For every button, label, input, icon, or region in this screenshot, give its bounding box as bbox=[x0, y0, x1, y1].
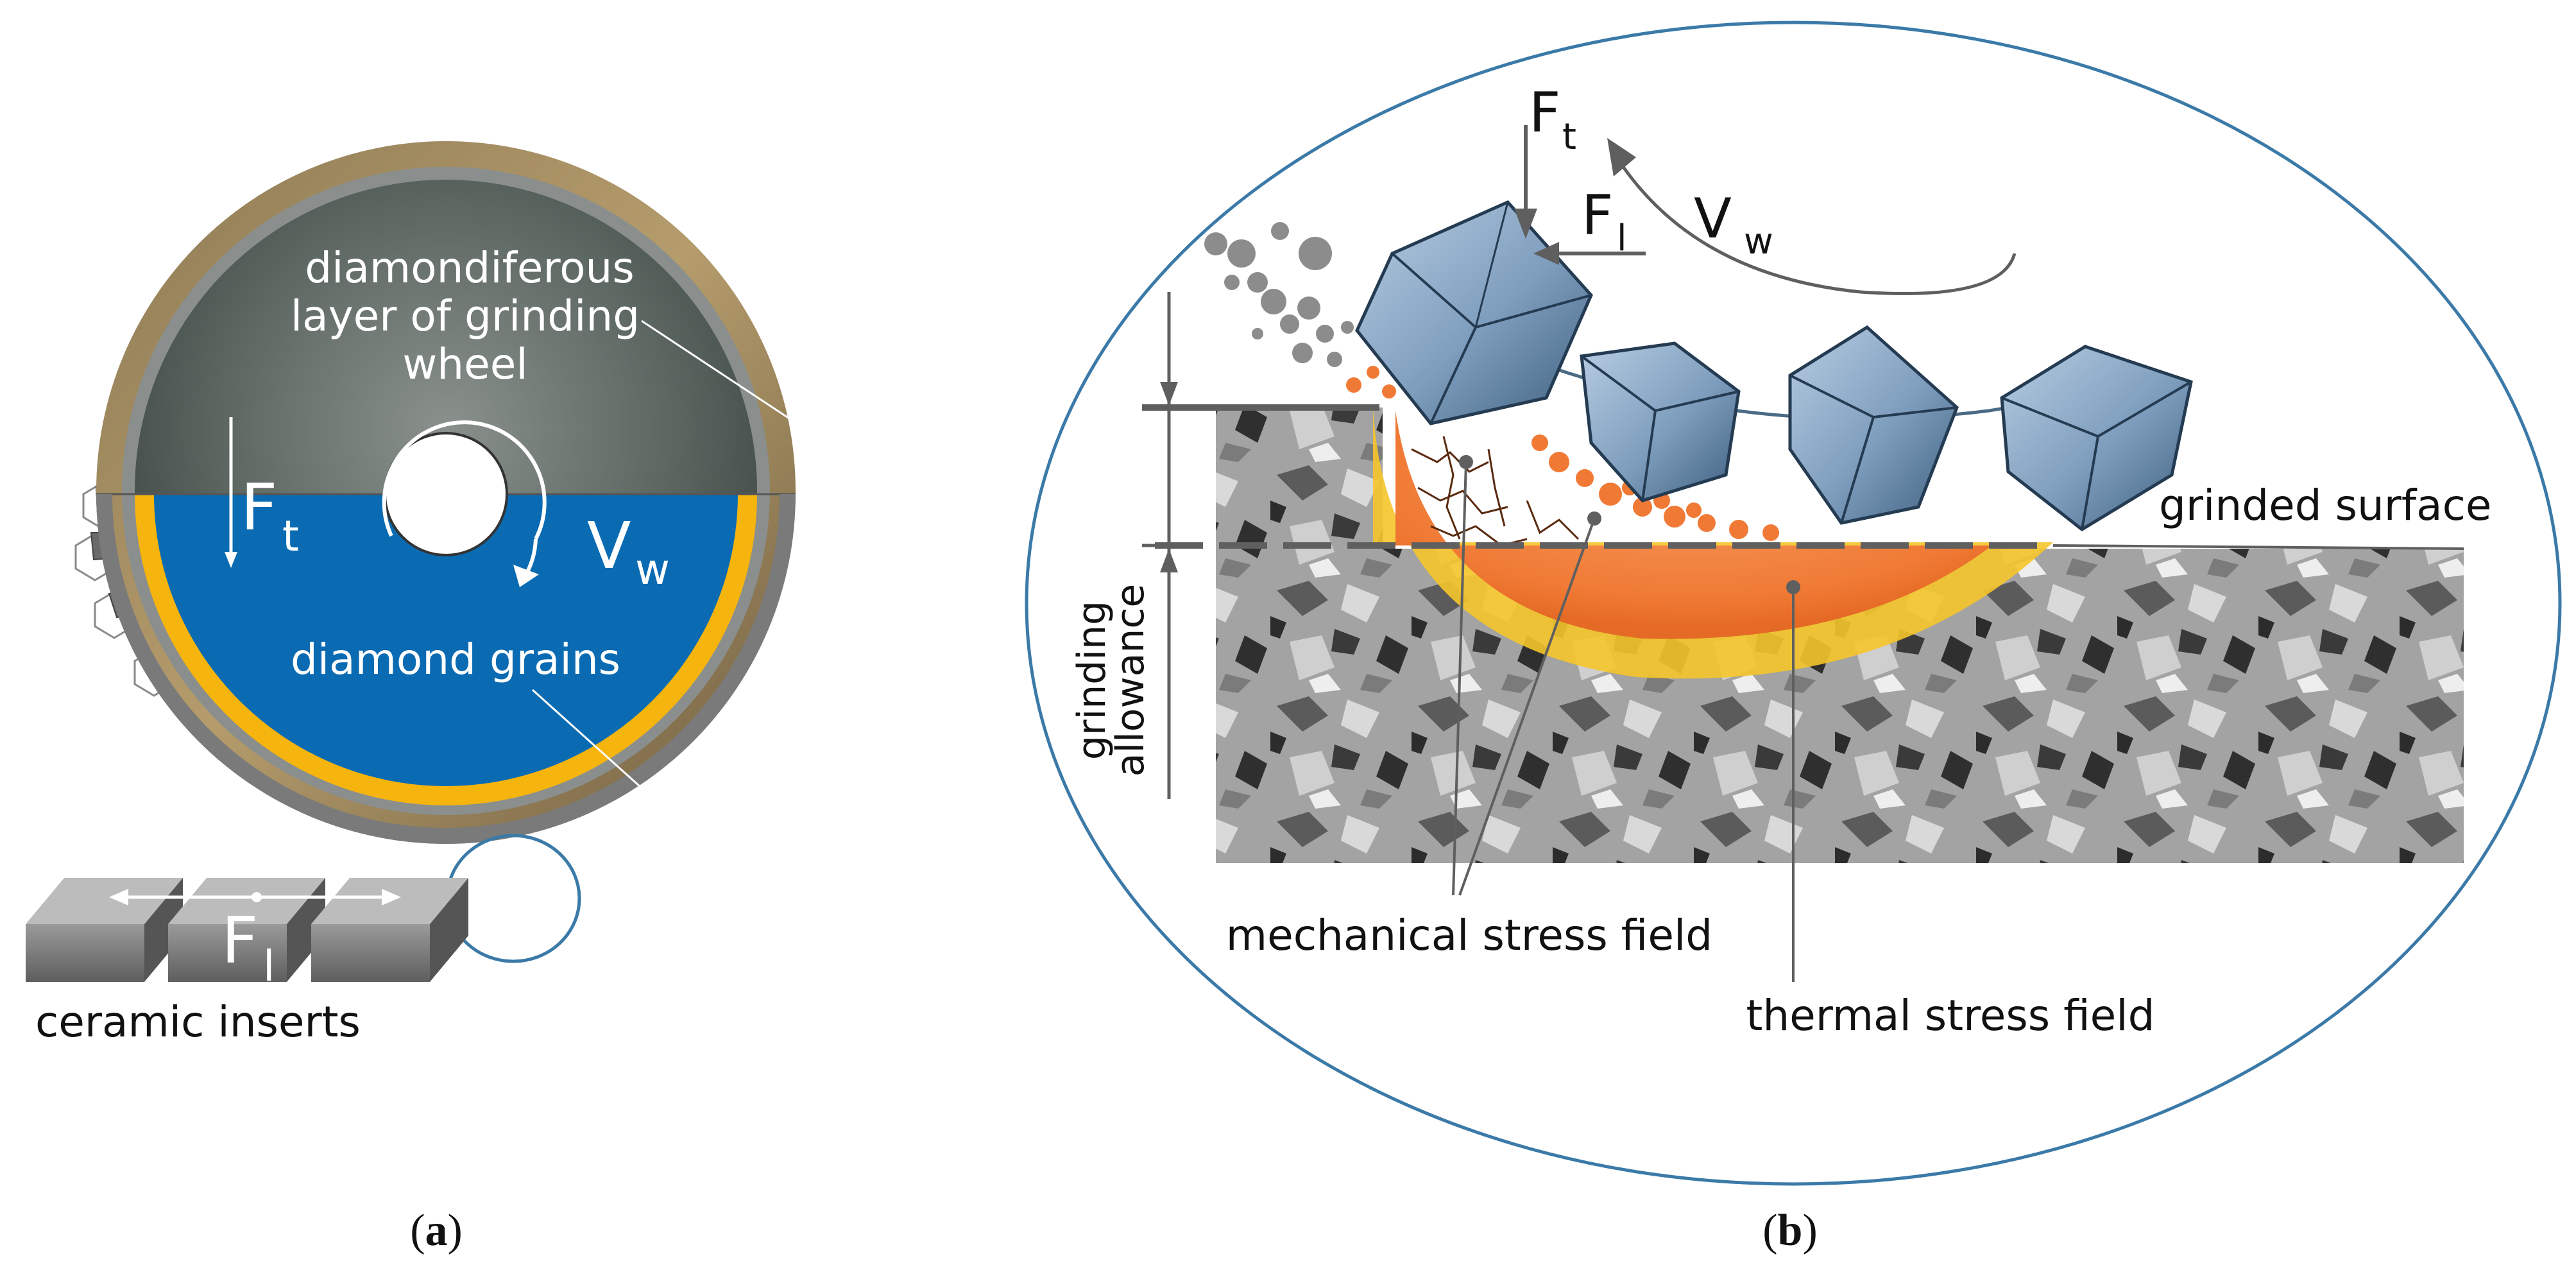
fl-arrowhead-left bbox=[109, 889, 128, 906]
label-vw-main: V bbox=[587, 508, 631, 583]
leader-dot bbox=[816, 434, 826, 445]
vw-arc-b bbox=[1621, 166, 2017, 295]
label-fl-sub-b: l bbox=[1617, 218, 1627, 259]
wheel-blue-section bbox=[154, 494, 738, 786]
leader-dot bbox=[1459, 455, 1473, 469]
grinding-allowance-dimension bbox=[1142, 292, 1193, 799]
label-vw-main-b: V bbox=[1694, 187, 1732, 251]
label-diamond-grains: diamond grains bbox=[291, 635, 620, 684]
diamond-grain-2 bbox=[1580, 341, 1741, 502]
fl-arrowhead-right bbox=[382, 889, 401, 906]
grinded-surface-line bbox=[2052, 544, 2464, 550]
label-allowance: allowance bbox=[1108, 584, 1153, 777]
rotation-arrow bbox=[382, 420, 547, 540]
leader-diamond-grains bbox=[531, 689, 648, 794]
fl-origin-dot bbox=[252, 892, 262, 902]
leader-dot bbox=[1587, 511, 1601, 526]
grinding-debris bbox=[1204, 222, 1354, 367]
label-ft-sub: t bbox=[282, 511, 299, 561]
label-vw-sub: w bbox=[635, 545, 670, 594]
panel-a: diamondiferous layer of grinding wheel F… bbox=[26, 141, 826, 1255]
fl-arrowhead-b bbox=[1533, 242, 1559, 265]
label-mechanical-stress-field: mechanical stress field bbox=[1226, 911, 1712, 960]
label-vw-sub-b: w bbox=[1744, 221, 1773, 262]
diamond-grain-1 bbox=[1355, 200, 1593, 425]
label-diamondiferous: diamondiferous bbox=[305, 243, 635, 293]
thermal-stress-field bbox=[1395, 411, 1992, 639]
rotation-arrowhead bbox=[513, 565, 539, 587]
caption-a-letter: a bbox=[425, 1206, 448, 1255]
allowance-arrowhead-top bbox=[1160, 382, 1178, 406]
leader-dot bbox=[642, 787, 652, 798]
label-ceramic-inserts: ceramic inserts bbox=[35, 997, 361, 1047]
ft-arrowhead bbox=[225, 552, 237, 568]
mechanical-stress-cracks bbox=[1411, 436, 1580, 547]
label-ft-sub-b: t bbox=[1562, 116, 1576, 158]
label-layer-of-grinding: layer of grinding bbox=[291, 291, 640, 341]
caption-a: (a) bbox=[410, 1206, 463, 1255]
workpiece-allowance-left bbox=[1216, 408, 1383, 555]
label-ft-main: F bbox=[241, 470, 278, 545]
orange-chips bbox=[1346, 366, 1779, 541]
label-fl-main-b: F bbox=[1582, 184, 1613, 248]
label-fl-sub: l bbox=[263, 941, 275, 991]
ft-arrowhead-b bbox=[1514, 209, 1537, 239]
label-thermal-stress-field: thermal stress field bbox=[1746, 991, 2154, 1040]
caption-b: (b) bbox=[1762, 1206, 1818, 1255]
label-grinded-surface: grinded surface bbox=[2159, 481, 2492, 530]
label-grinding: grinding bbox=[1070, 601, 1114, 760]
leader-diamondiferous bbox=[641, 320, 822, 441]
diamond-grain-4 bbox=[2000, 345, 2193, 532]
leader-mechanical-2 bbox=[1458, 518, 1596, 896]
leader-dot bbox=[1786, 580, 1800, 594]
label-ft-main-b: F bbox=[1529, 81, 1560, 145]
allowance-arrowhead-bottom bbox=[1160, 549, 1178, 572]
panel-b: F t F l V w grinded surface grinding all… bbox=[1025, 21, 2562, 1255]
label-fl-main: F bbox=[221, 903, 259, 978]
leader-mechanical-1 bbox=[1452, 461, 1467, 896]
label-wheel: wheel bbox=[402, 339, 527, 389]
caption-b-letter: b bbox=[1778, 1206, 1803, 1255]
diamond-grain-3 bbox=[1788, 325, 1959, 525]
vw-arrowhead-b bbox=[1607, 138, 1636, 176]
